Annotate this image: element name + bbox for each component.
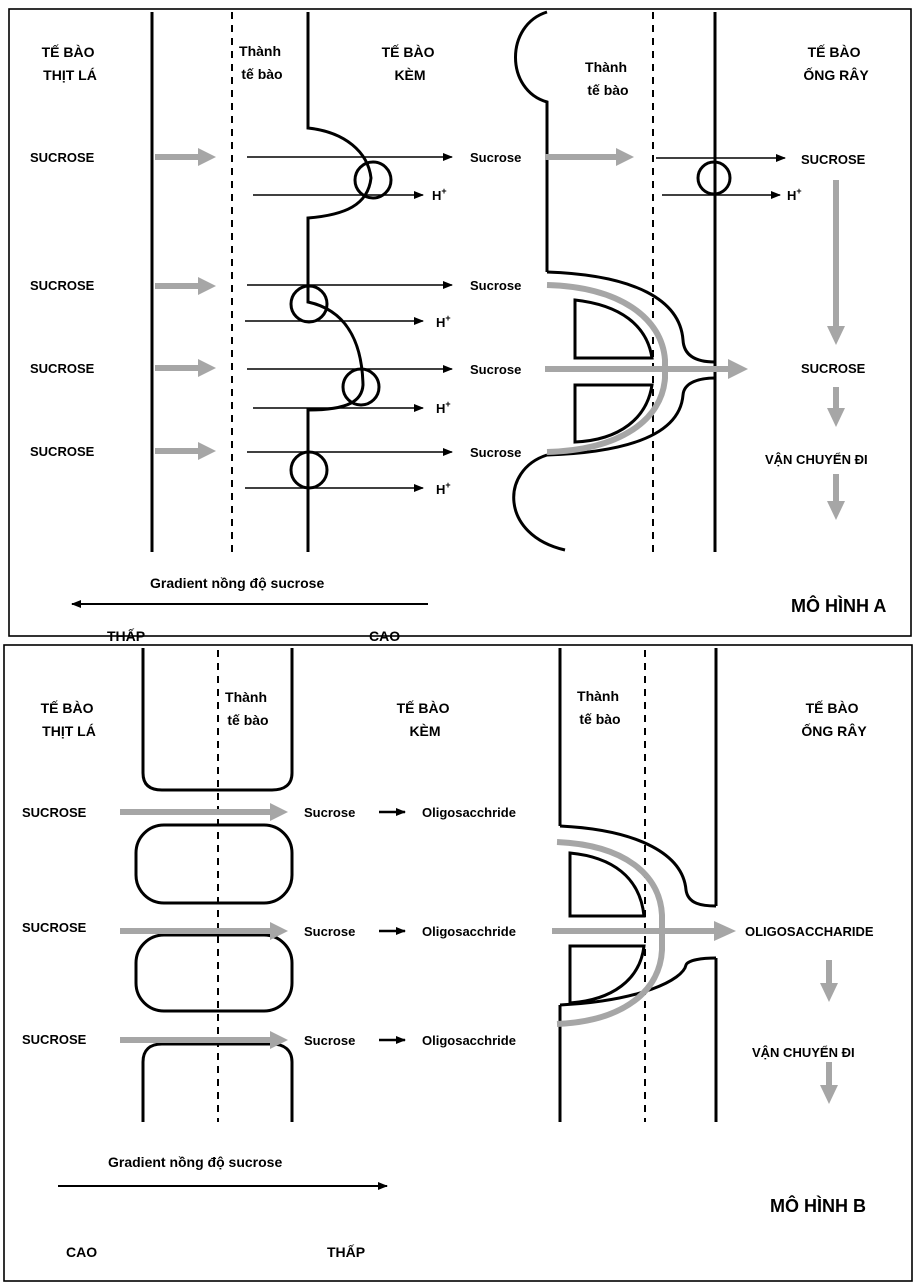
a-header-wall-left: Thành tế bào [239, 43, 285, 82]
b-header-sieve: TẾ BÀO ỐNG RÂY [801, 700, 867, 739]
a-transport-label: VẬN CHUYỂN ĐI [765, 452, 868, 467]
a-transporter-2 [289, 284, 329, 324]
b-plasmodesma [559, 824, 717, 1007]
b-oligo-1: Oligosacchride [422, 805, 516, 820]
a-gradient-label: Gradient nồng độ sucrose [150, 575, 324, 591]
b-header-mesophyll: TẾ BÀO THỊT LÁ [41, 700, 98, 739]
b-header-wall-left: Thành tế bào [225, 689, 271, 728]
a-gray-arrows-left [155, 148, 216, 460]
b-gray-arrows-sieve [820, 960, 838, 1104]
b-row-sucrose-3: SUCROSE [22, 1032, 87, 1047]
b-convert-arrows [379, 808, 406, 1044]
a-row-sucrose-2: SUCROSE [30, 278, 95, 293]
a-header-mesophyll: TẾ BÀO THỊT LÁ [42, 44, 99, 83]
a-plasmodesma [546, 270, 716, 457]
b-mid-sucrose-3: Sucrose [304, 1033, 355, 1048]
model-b: TẾ BÀO THỊT LÁ Thành tế bào TẾ BÀO KÈM T… [3, 644, 913, 1282]
a-transporter-1 [353, 160, 393, 200]
b-header-companion: TẾ BÀO KÈM [397, 700, 454, 739]
b-header-wall-right: Thành tế bào [577, 688, 623, 727]
b-gradient-low: THẤP [327, 1244, 365, 1260]
b-row-sucrose-2: SUCROSE [22, 920, 87, 935]
b-transport-label: VẬN CHUYỂN ĐI [752, 1045, 855, 1060]
a-gray-arrows-sieve [827, 180, 845, 520]
b-gradient-high: CAO [66, 1244, 97, 1260]
model-b-frame [3, 644, 913, 1282]
a-mid-sucrose-3: Sucrose [470, 362, 521, 377]
b-mid-sucrose-1: Sucrose [304, 805, 355, 820]
model-a: TẾ BÀO THỊT LÁ Thành tế bào TẾ BÀO KÈM T… [8, 8, 912, 644]
b-gray-arrows-left [120, 803, 288, 1049]
a-row-sucrose-4: SUCROSE [30, 444, 95, 459]
b-row-sucrose-1: SUCROSE [22, 805, 87, 820]
b-title: MÔ HÌNH B [770, 1195, 866, 1216]
a-header-wall-right: Thành tế bào [585, 59, 631, 98]
a-gradient-low: THẤP [107, 628, 145, 644]
a-proton-5: H+ [787, 186, 802, 203]
a-header-companion: TẾ BÀO KÈM [382, 44, 439, 83]
b-oligo-3: Oligosacchride [422, 1033, 516, 1048]
a-gradient-high: CAO [369, 628, 400, 644]
a-proton-3: H+ [436, 399, 451, 416]
a-row-sucrose-3: SUCROSE [30, 361, 95, 376]
model-a-frame [8, 8, 912, 637]
a-companion-membrane-left [306, 12, 373, 552]
a-mid-sucrose-2: Sucrose [470, 278, 521, 293]
a-proton-4: H+ [436, 480, 451, 497]
a-gray-plasmodesma-flow [545, 282, 748, 455]
a-gray-arrowhead-to-wall [616, 148, 634, 166]
a-mid-sucrose-4: Sucrose [470, 445, 521, 460]
a-title: MÔ HÌNH A [791, 595, 886, 616]
b-oligo-2: Oligosacchride [422, 924, 516, 939]
a-black-arrows [245, 153, 786, 492]
b-mid-sucrose-2: Sucrose [304, 924, 355, 939]
b-sieve-oligosaccharide: OLIGOSACCHARIDE [745, 924, 874, 939]
a-row-sucrose-1: SUCROSE [30, 150, 95, 165]
a-proton-2: H+ [436, 313, 451, 330]
a-proton-1: H+ [432, 186, 447, 203]
b-gray-plasmodesma-flow [552, 839, 736, 1027]
a-mid-sucrose-1: Sucrose [470, 150, 521, 165]
a-header-sieve: TẾ BÀO ỐNG RÂY [803, 44, 869, 83]
a-transporter-5 [696, 160, 732, 196]
a-sieve-sucrose-mid: SUCROSE [801, 361, 866, 376]
a-sieve-sucrose-top: SUCROSE [801, 152, 866, 167]
b-gradient-label: Gradient nồng độ sucrose [108, 1154, 282, 1170]
a-companion-membrane-right [512, 10, 566, 552]
